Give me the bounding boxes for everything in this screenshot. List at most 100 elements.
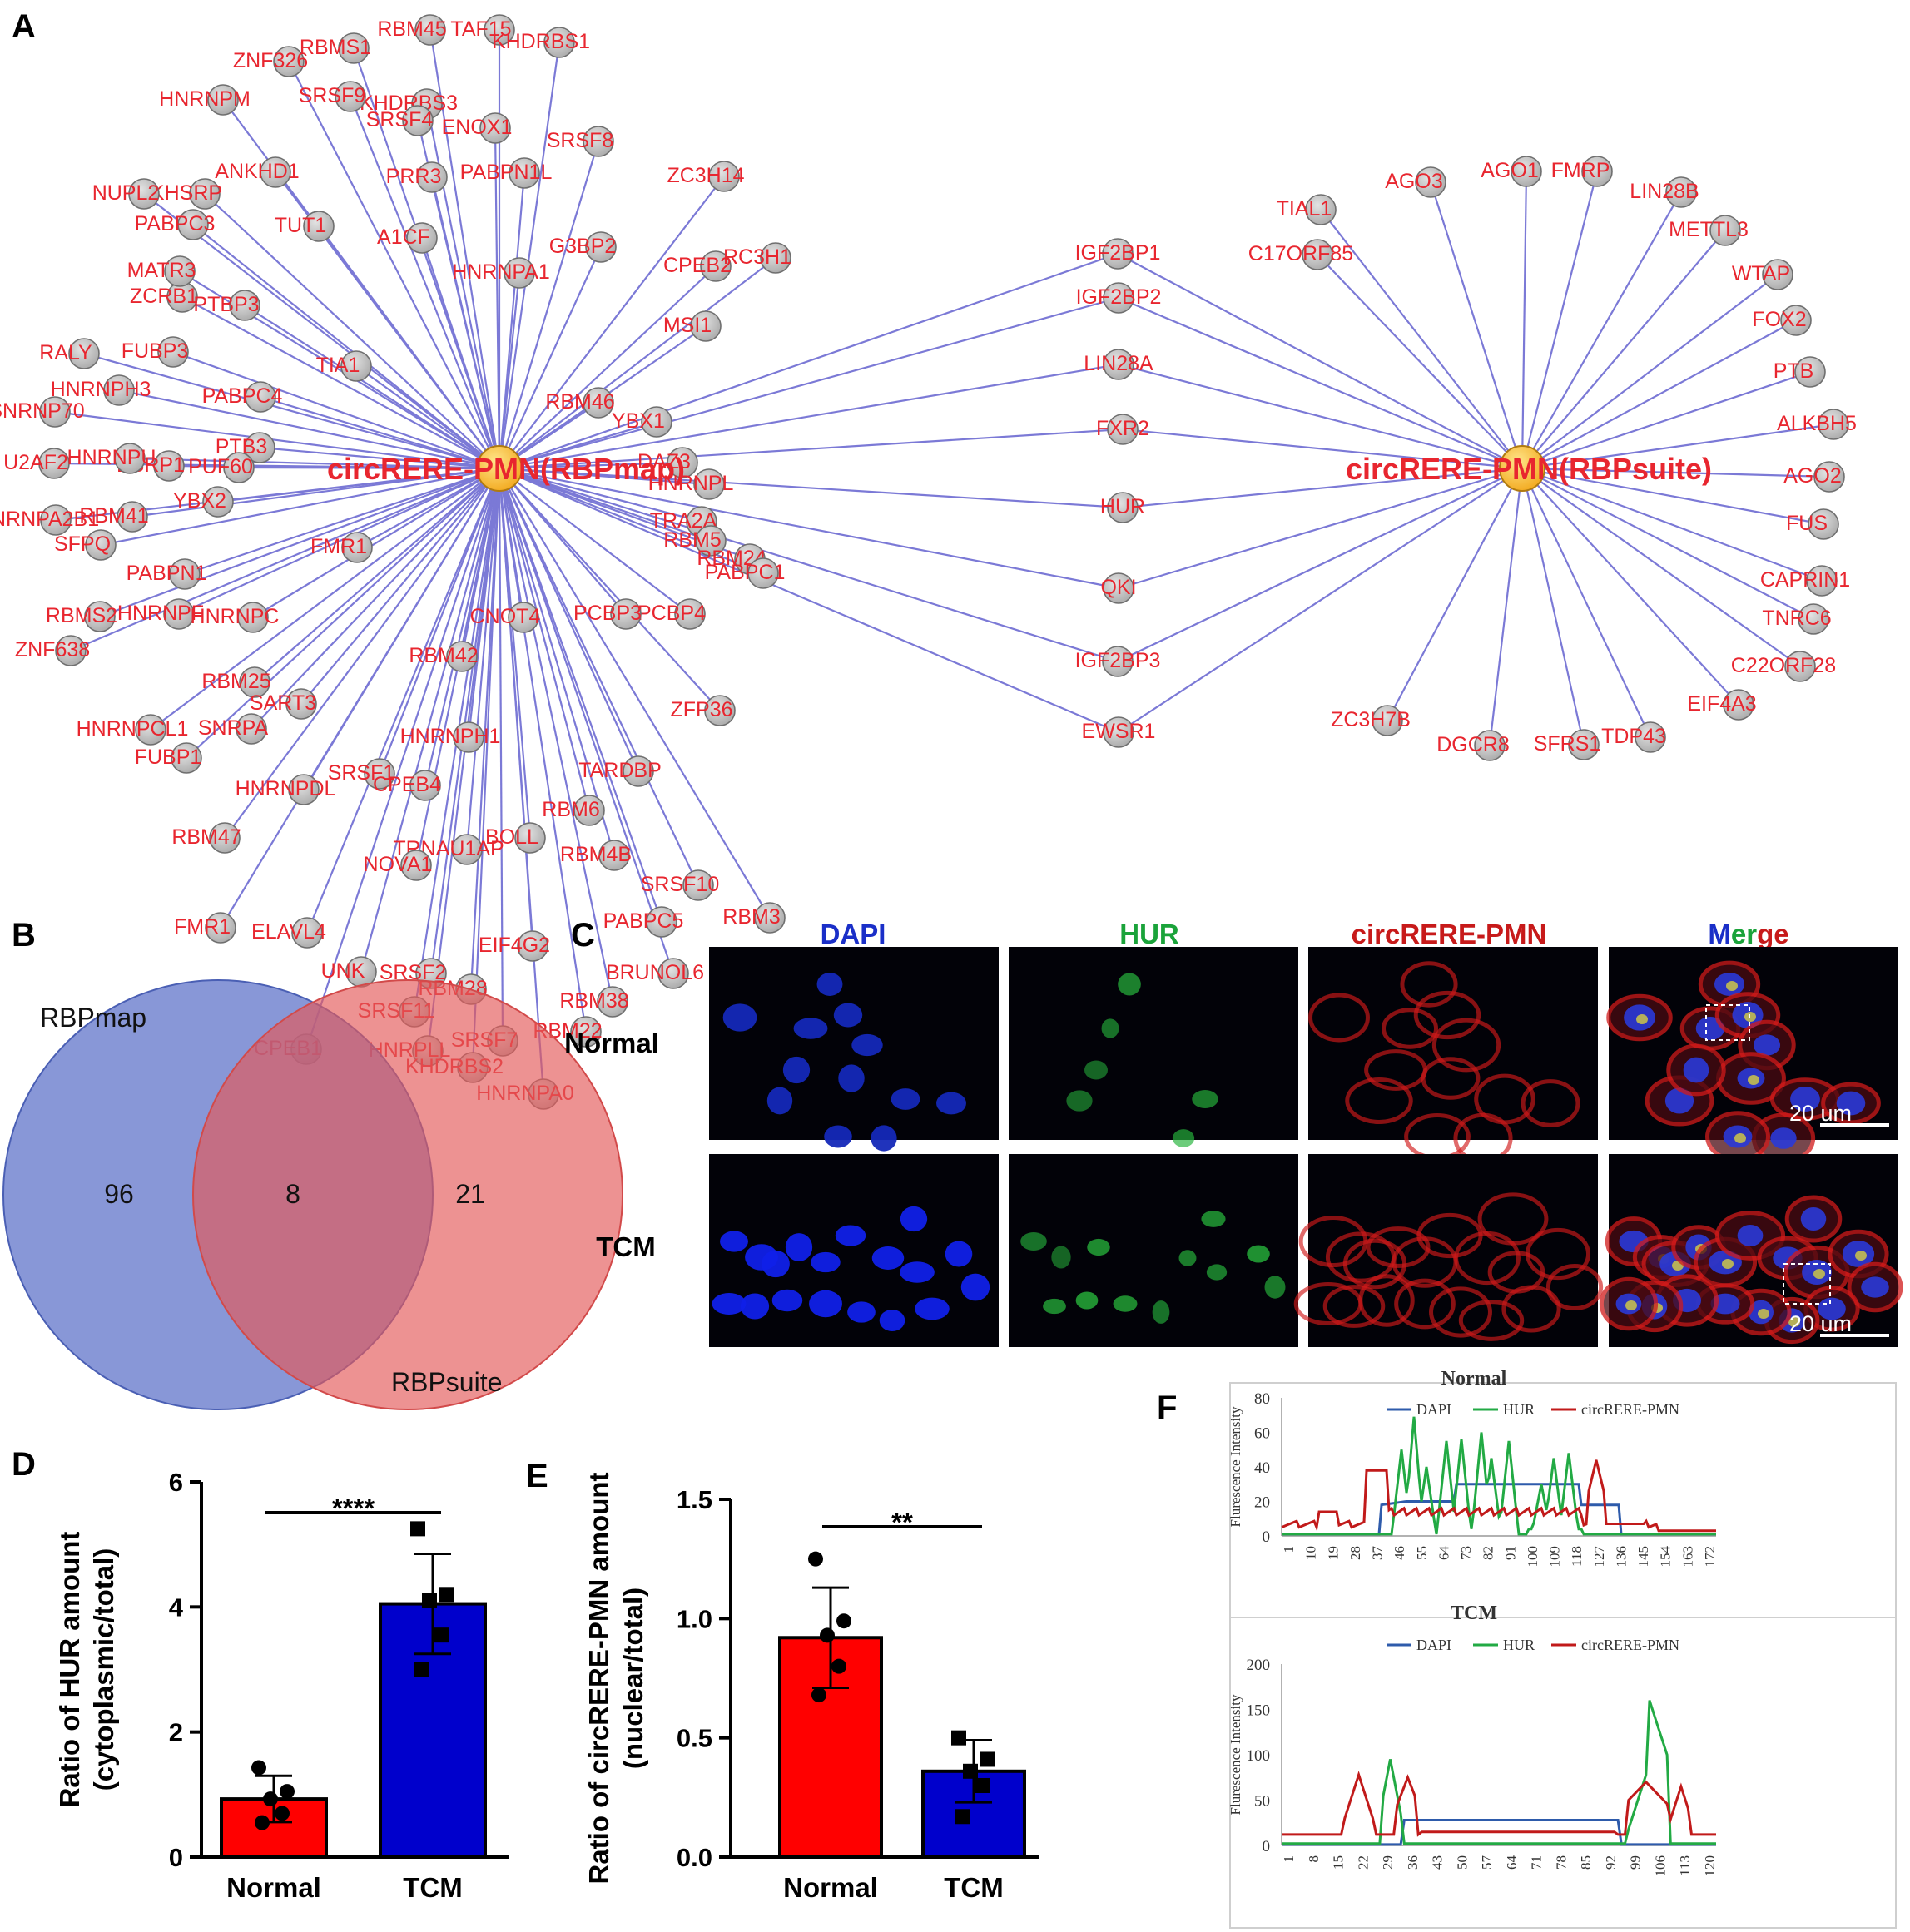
edge-rbpsuite-dgcr8 <box>1488 468 1524 746</box>
node-sart3 <box>285 688 317 720</box>
node-label-fus: FUS <box>1786 512 1828 535</box>
cytoplasm-signal <box>1545 1263 1604 1311</box>
nucleus <box>809 1290 842 1318</box>
point-tcm <box>439 1587 454 1603</box>
point-tcm <box>434 1627 449 1643</box>
edge-rbpsuite-ago1 <box>1521 171 1528 469</box>
node-fubp3 <box>157 336 189 368</box>
cytoplasm-signal <box>1293 1282 1363 1325</box>
node-label-taf15: TAF15 <box>450 17 511 41</box>
node-sfpq <box>85 529 117 561</box>
node-label-unk: UNK <box>321 959 365 983</box>
y-tick-label: 60 <box>1254 1425 1270 1443</box>
x-tick-label: 78 <box>1553 1855 1569 1870</box>
node-label-raly: RALY <box>39 341 92 364</box>
node-rbm45 <box>414 14 446 46</box>
node-label-rbms2: RBMS2 <box>46 604 117 627</box>
node-label-sfpq: SFPQ <box>54 533 111 556</box>
edge-rbpsuite-alkbh5 <box>1521 423 1834 470</box>
edge-rbpsuite-tdp43 <box>1521 468 1651 738</box>
nucleus <box>945 1241 973 1267</box>
node-fus <box>1808 508 1839 540</box>
node-label-a1cf: A1CF <box>377 225 430 249</box>
edge-rbpmap-hnrnph3 <box>118 389 500 470</box>
y-axis-label: Ratio of HUR amount <box>54 1532 85 1808</box>
point-normal <box>811 1687 826 1703</box>
node-label-ewsr1: EWSR1 <box>1082 720 1156 743</box>
edge-rbpmap-igf2bp3 <box>499 467 1119 663</box>
point-normal <box>280 1784 295 1800</box>
node-c17orf85 <box>1302 239 1333 270</box>
edge-rbpmap-zfp36 <box>499 468 721 711</box>
node-boll <box>514 822 546 854</box>
edge-rbpmap-fxr2 <box>499 428 1124 470</box>
node-label-ptbp3: PTBP3 <box>193 293 259 316</box>
node-hnrnpm <box>207 84 239 116</box>
node-rbm42 <box>446 641 478 672</box>
node-ybx1 <box>641 406 672 438</box>
edge-rbpsuite-ewsr1 <box>1118 468 1523 733</box>
node-pcbp3 <box>610 598 642 630</box>
node-label-pabpc3: PABPC3 <box>135 212 216 235</box>
cytoplasm-signal <box>1322 1285 1386 1328</box>
node-sfrs1 <box>1568 729 1600 760</box>
edge-rbpmap-hnrnpu <box>129 457 500 470</box>
edge-rbpmap-lin28a <box>499 363 1119 470</box>
node-label-zc3h14: ZC3H14 <box>667 164 744 187</box>
x-tick-label: 55 <box>1414 1546 1430 1560</box>
merge-zoom-box-normal <box>1705 1004 1750 1041</box>
edge-rbpmap-qki <box>499 467 1119 590</box>
node-pabpn1l <box>509 157 540 189</box>
node-enox1 <box>479 112 511 144</box>
merge-nucleus <box>1753 1034 1781 1056</box>
node-tdp43 <box>1635 721 1666 753</box>
point-normal <box>251 1760 266 1776</box>
edge-rbpmap-pabpc3 <box>192 224 500 469</box>
x-tick-label: 22 <box>1355 1855 1371 1870</box>
x-tick-label: 85 <box>1578 1855 1594 1870</box>
hub-rbpmap-label: circRERE-PMN(RBPmap) <box>327 452 685 486</box>
node-label-hnrnpa1: HNRNPA1 <box>452 260 550 284</box>
cytoplasm-signal <box>1501 1285 1561 1333</box>
nucleus <box>833 1003 863 1028</box>
node-label-lin28a: LIN28A <box>1084 352 1153 375</box>
series-line-circrere-pmn <box>1282 1771 1716 1837</box>
cytoplasm-signal <box>1366 1226 1431 1268</box>
cytoplasm-signal <box>1525 1227 1591 1281</box>
node-label-rbm6: RBM6 <box>542 798 599 821</box>
node-label-ago2: AGO2 <box>1783 464 1841 488</box>
edge-rbpmap-srsf10 <box>499 468 699 886</box>
edge-rbpmap-srsf2 <box>429 468 501 974</box>
node-pabpc4 <box>245 381 276 413</box>
edge-rbpsuite-caprin1 <box>1521 467 1823 582</box>
node-rbm5 <box>695 525 727 557</box>
merge-part-ge: ge <box>1757 919 1789 949</box>
node-label-fmr1: FMR1 <box>310 535 367 558</box>
nucleus <box>720 1231 748 1252</box>
cytoplasm-signal <box>1364 1049 1427 1091</box>
edge-rbpmap-enox1 <box>494 127 501 469</box>
venn-count-rbpsuite-only: 21 <box>455 1179 485 1209</box>
network-hubs: circRERE-PMN(RBPmap)circRERE-PMN(RBPsuit… <box>327 445 1712 492</box>
x-tick-label: 15 <box>1331 1855 1347 1870</box>
node-label-tdp43: TDP43 <box>1601 725 1666 748</box>
edge-rbpmap-igf2bp1 <box>499 252 1119 470</box>
y-tick-label: 80 <box>1254 1390 1270 1408</box>
nucleus <box>793 1018 828 1039</box>
edge-rbpsuite-eif4a3 <box>1521 468 1739 706</box>
series-line-circrere-pmn <box>1281 1459 1716 1533</box>
node-tial1 <box>1305 194 1337 225</box>
node-hnrnpa2b1 <box>40 504 72 536</box>
edge-rbpmap-znf326 <box>288 61 500 469</box>
x-tick-label: 43 <box>1430 1855 1446 1870</box>
edge-rbpmap-hnrnpa1 <box>498 272 521 469</box>
node-rbms2 <box>84 601 116 632</box>
venn-count-overlap: 8 <box>285 1179 300 1209</box>
edge-rbpmap-nupl2 <box>143 193 500 469</box>
point-normal <box>831 1658 846 1674</box>
x-tick-label: 145 <box>1635 1546 1651 1568</box>
y-axis-label: Flurescence Intensity <box>1228 1406 1243 1527</box>
